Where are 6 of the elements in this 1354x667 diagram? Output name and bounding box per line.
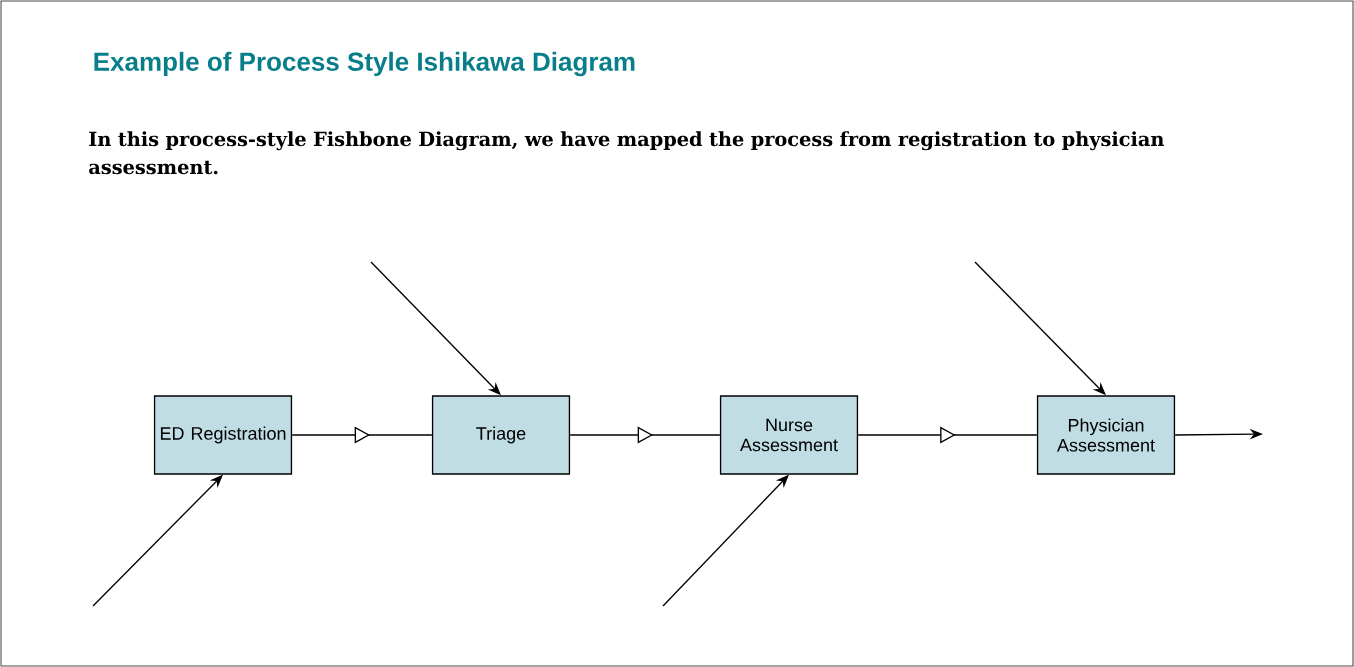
process-box: Physician Assessment — [1036, 395, 1176, 475]
title: Example of Process Style Ishikawa Diagram — [94, 51, 635, 77]
process-box: ED Registration — [153, 395, 293, 475]
caption: In this process-style Fishbone Diagram, we have mapped the process from registration to physician assessment. — [89, 131, 1164, 175]
process-box: Nurse Assessment — [719, 395, 859, 475]
process-box: Triage — [431, 395, 571, 475]
